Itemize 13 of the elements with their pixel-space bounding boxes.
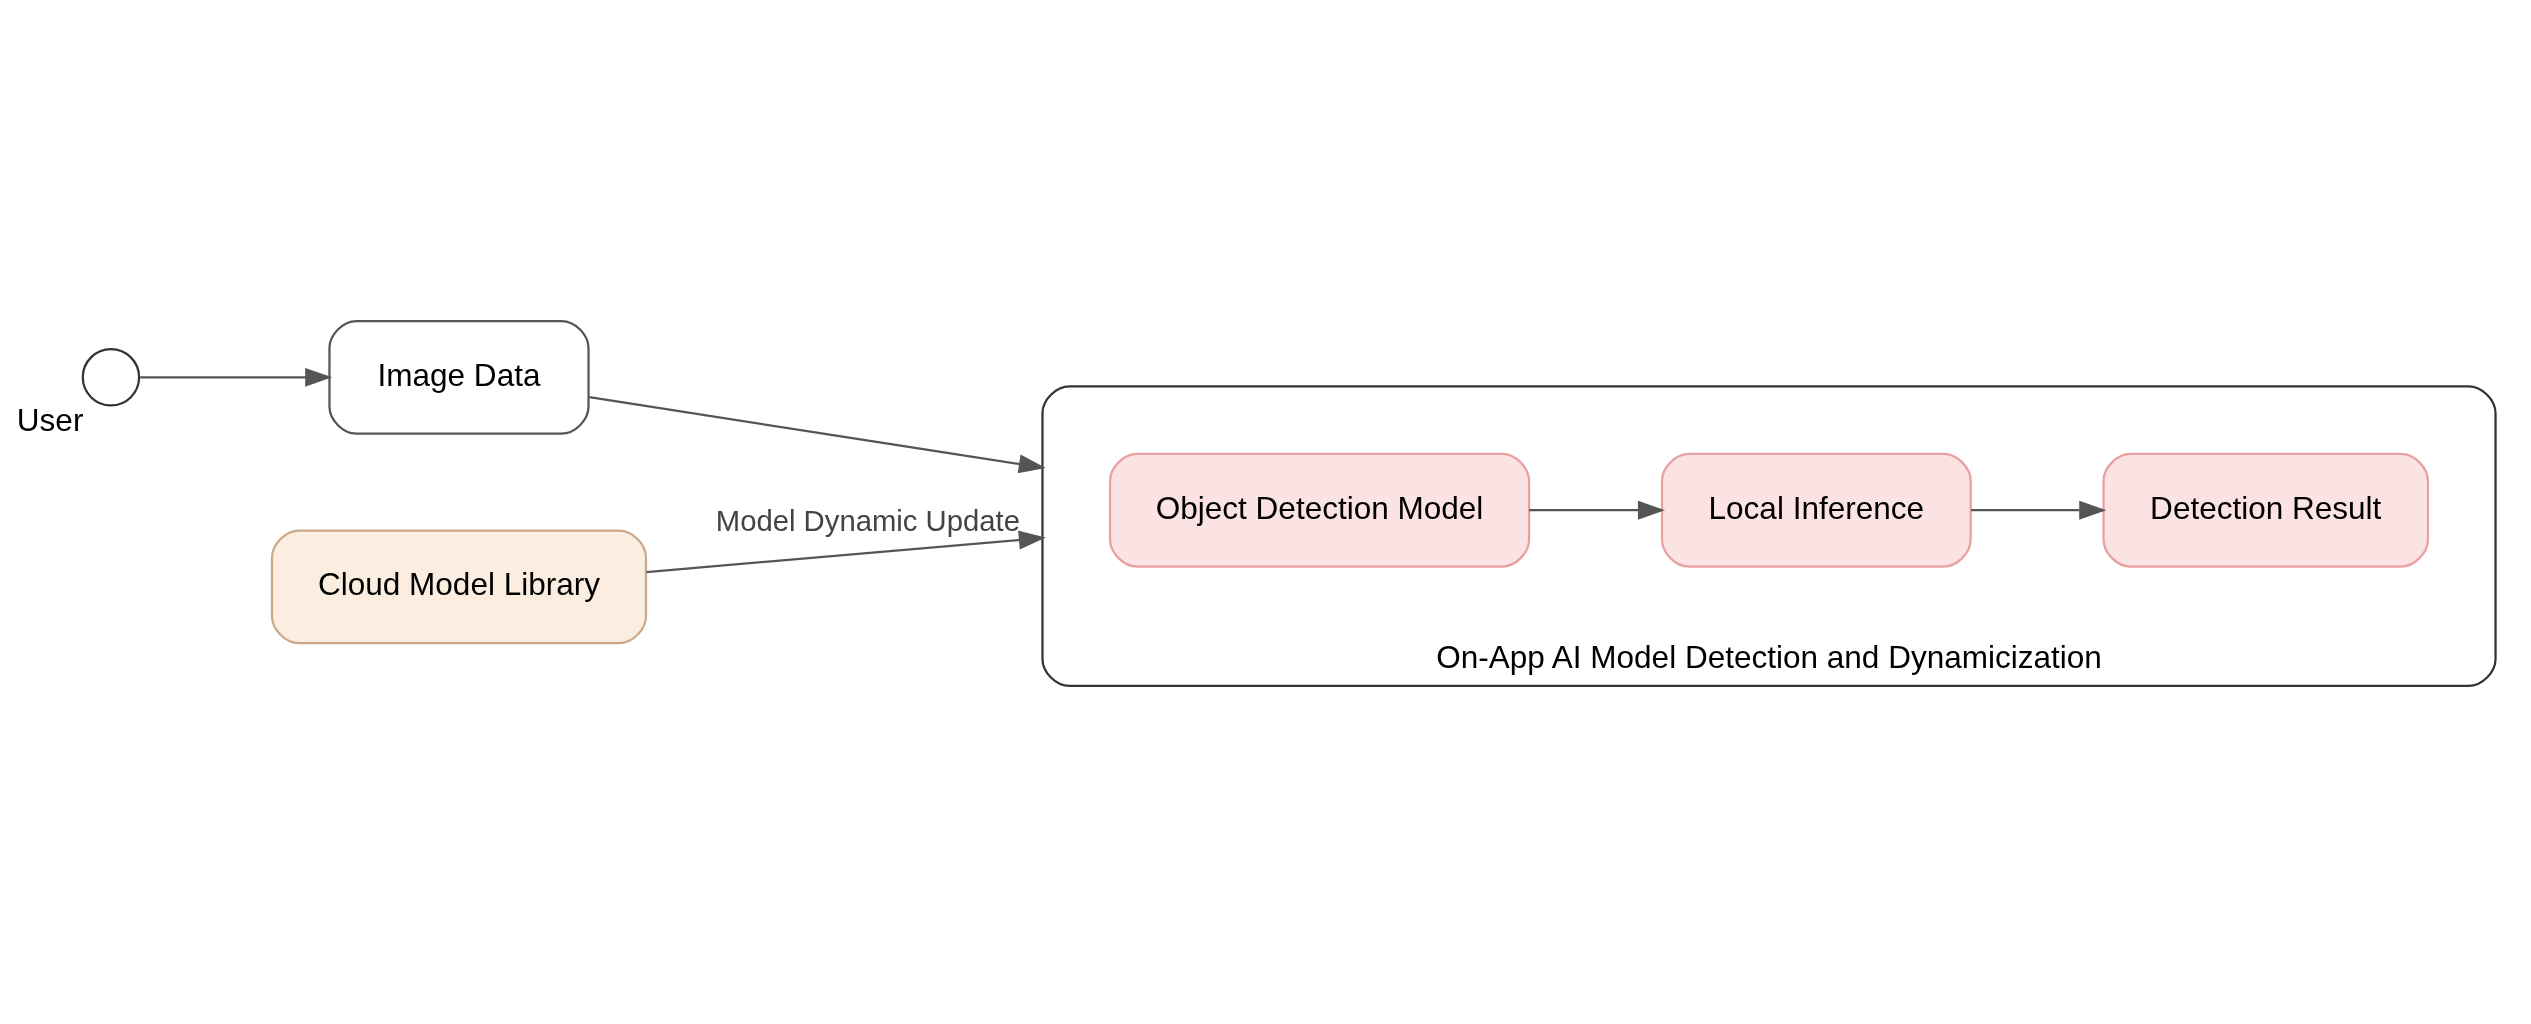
edge-label: Model Dynamic Update xyxy=(715,503,1020,537)
arrow xyxy=(589,395,1046,473)
node-box: Image Data xyxy=(328,319,590,435)
node-label: User xyxy=(16,401,84,438)
node-box: Local Inference xyxy=(1660,452,1972,568)
arrow xyxy=(140,367,333,387)
node-box: Object Detection Model xyxy=(1108,452,1531,568)
node-box: Detection Result xyxy=(2102,452,2430,568)
arrow xyxy=(1971,500,2107,520)
node-box: Cloud Model Library xyxy=(270,528,648,644)
node-person xyxy=(81,347,141,407)
arrow xyxy=(646,530,1046,573)
arrow xyxy=(1529,500,1665,520)
